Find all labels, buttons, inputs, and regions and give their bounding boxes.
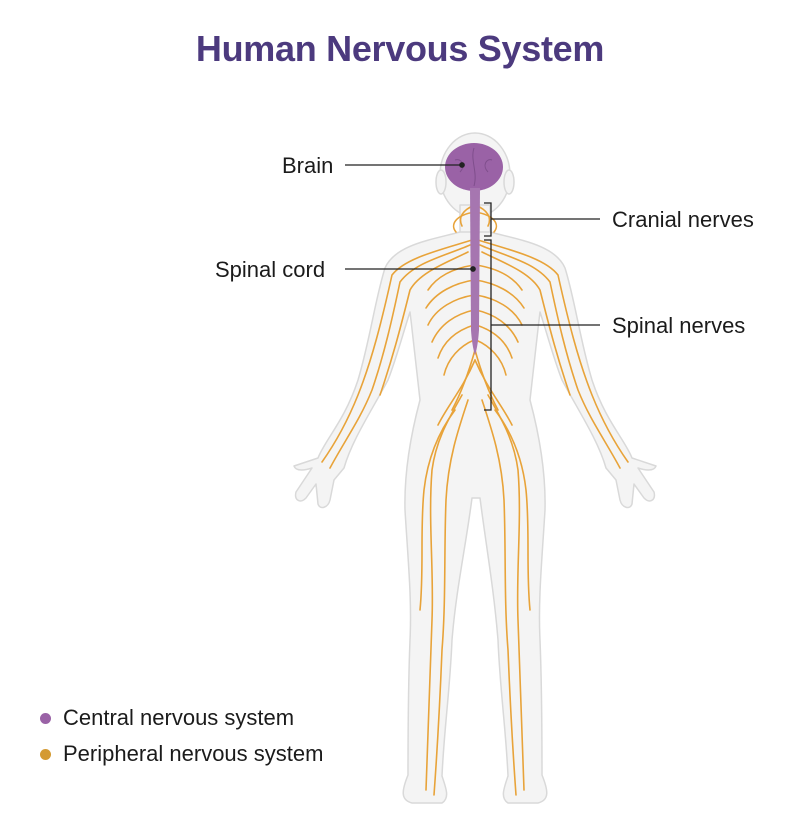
peripheral-nerves bbox=[321, 204, 629, 796]
legend-item-central: Central nervous system bbox=[40, 700, 323, 736]
spinal-cord-shape bbox=[470, 188, 480, 355]
legend: Central nervous system Peripheral nervou… bbox=[40, 700, 323, 772]
peripheral-legend-dot bbox=[40, 748, 51, 760]
label-spinal-nerves: Spinal nerves bbox=[612, 313, 746, 338]
brain-pointer-dot bbox=[459, 162, 465, 168]
leader-lines bbox=[345, 162, 600, 411]
legend-label-peripheral: Peripheral nervous system bbox=[63, 741, 324, 766]
label-cranial-nerves: Cranial nerves bbox=[612, 207, 754, 232]
central-legend-dot bbox=[40, 712, 51, 724]
label-spinal-cord: Spinal cord bbox=[215, 257, 326, 282]
legend-item-peripheral: Peripheral nervous system bbox=[40, 736, 323, 772]
spinal-cord-pointer-dot bbox=[470, 266, 476, 272]
label-brain: Brain bbox=[282, 153, 334, 178]
diagram-title: Human Nervous System bbox=[195, 28, 605, 69]
central-nervous-system bbox=[445, 143, 503, 355]
legend-label-central: Central nervous system bbox=[63, 705, 295, 730]
